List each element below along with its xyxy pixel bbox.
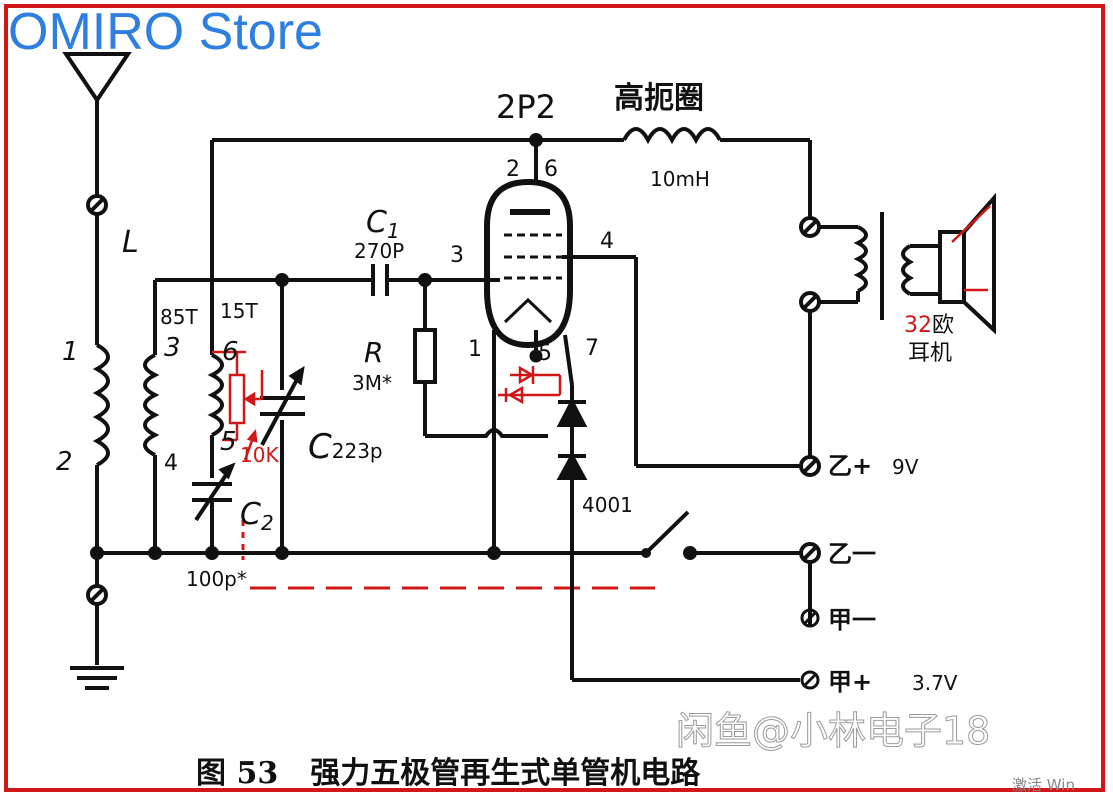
pot-10k: [212, 350, 264, 461]
output-transformer: [799, 212, 940, 458]
coil-85t: [143, 273, 365, 553]
coil-15t: [207, 140, 224, 478]
terminal-a-minus: 甲一: [828, 606, 876, 634]
dashed-link: [241, 520, 655, 590]
diode-4001: [556, 385, 800, 682]
c1-label: C1: [366, 205, 400, 243]
r-label: R: [364, 336, 383, 369]
pin-1-label: 1: [468, 337, 482, 362]
terminal-b-plus-symbol: 乙+: [828, 452, 872, 480]
coil-l-label: L: [122, 225, 139, 260]
coil-pin-4: 4: [164, 451, 178, 476]
terminal-b-minus: 乙一: [828, 540, 876, 568]
c-var-label: C223p: [308, 427, 383, 467]
store-watermark: OMIRO Store: [8, 3, 323, 61]
c2-capacitor: [192, 462, 236, 553]
top-rail: [212, 127, 812, 218]
diode-value: 4001: [582, 493, 633, 517]
seller-watermark: 闲鱼@小林电子18: [675, 709, 991, 754]
power-switch[interactable]: [641, 510, 697, 560]
antenna-coil: [86, 194, 110, 665]
earphone-label: 耳机: [908, 341, 952, 366]
terminal-b-plus-value: 9V: [892, 455, 919, 479]
coil-pin-3: 3: [164, 333, 181, 363]
figure-caption: 图 53 强力五极管再生式单管机电路: [196, 748, 700, 792]
antenna-icon: [62, 52, 132, 195]
coil-15t-label: 15T: [220, 299, 258, 323]
terminal-a-plus-symbol: 甲+: [828, 668, 872, 696]
pin-4-label: 4: [600, 229, 614, 254]
led-red: [498, 365, 562, 405]
r-value: 3M*: [352, 371, 392, 395]
c1-capacitor: [365, 264, 500, 296]
tube-model-label: 2P2: [496, 88, 556, 126]
c2-label: C2: [240, 497, 274, 535]
choke-value: 10mH: [650, 167, 710, 191]
pin-2-label: 2: [506, 157, 520, 182]
c1-value: 270P: [354, 239, 404, 263]
coil-pin-1: 1: [62, 337, 79, 367]
tube-2p2: [484, 178, 800, 553]
coil-pin-2: 2: [56, 447, 73, 477]
tuning-capacitor: [260, 366, 305, 446]
ground-icon: [70, 666, 124, 690]
red-frame-border: [4, 4, 1105, 792]
pin-6-label: 6: [544, 157, 558, 182]
pin-5-label: 5: [538, 341, 552, 366]
c2-value: 100p*: [186, 567, 247, 591]
coil-pin-5: 5: [220, 427, 237, 457]
pin-7-label: 7: [585, 336, 599, 361]
earphone-icon: [938, 192, 996, 335]
figure-number: 图 53: [196, 756, 279, 791]
coil-85t-label: 85T: [160, 305, 198, 329]
earphone-ohm: 32欧: [904, 313, 954, 338]
terminal-a-plus-value: 3.7V: [912, 671, 958, 695]
pot-value: 10K: [240, 443, 279, 467]
terminals: [799, 455, 821, 690]
choke-label: 高扼圈: [614, 81, 704, 116]
activate-windows-text: 激活 Win: [1012, 776, 1075, 794]
figure-title: 强力五极管再生式单管机电路: [310, 756, 701, 791]
coil-pin-6: 6: [222, 337, 239, 367]
pin-3-label: 3: [450, 243, 464, 268]
